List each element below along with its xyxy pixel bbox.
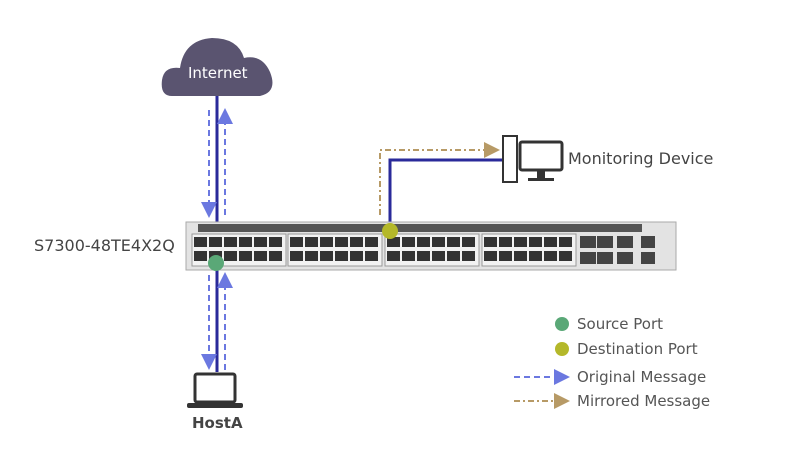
legend-symbols bbox=[514, 317, 570, 409]
legend-source-port: Source Port bbox=[577, 315, 664, 333]
ethernet-port bbox=[305, 251, 318, 261]
ethernet-port bbox=[402, 251, 415, 261]
ethernet-port bbox=[387, 237, 400, 247]
sfp-port bbox=[597, 252, 613, 264]
sfp-port bbox=[641, 252, 655, 264]
ethernet-port bbox=[269, 251, 282, 261]
ethernet-port bbox=[209, 237, 222, 247]
ethernet-port bbox=[365, 237, 378, 247]
ethernet-port bbox=[335, 237, 348, 247]
ethernet-port bbox=[529, 237, 542, 247]
ethernet-port bbox=[417, 237, 430, 247]
ethernet-port bbox=[224, 251, 237, 261]
ethernet-port bbox=[194, 251, 207, 261]
ethernet-port bbox=[432, 251, 445, 261]
destination-port-marker bbox=[382, 223, 398, 239]
ethernet-port bbox=[544, 237, 557, 247]
ethernet-port bbox=[559, 251, 572, 261]
ethernet-port bbox=[320, 251, 333, 261]
sfp-port bbox=[641, 236, 655, 248]
ethernet-port bbox=[484, 237, 497, 247]
ethernet-port bbox=[290, 237, 303, 247]
ethernet-port bbox=[462, 251, 475, 261]
links bbox=[201, 96, 503, 372]
ethernet-port bbox=[447, 251, 460, 261]
ethernet-port bbox=[484, 251, 497, 261]
ethernet-port bbox=[239, 251, 252, 261]
ethernet-port bbox=[417, 251, 430, 261]
ethernet-port bbox=[402, 237, 415, 247]
ethernet-port bbox=[432, 237, 445, 247]
ethernet-port bbox=[514, 251, 527, 261]
legend-mirrored-message: Mirrored Message bbox=[577, 392, 711, 410]
ethernet-port bbox=[305, 237, 318, 247]
internet-label: Internet bbox=[188, 64, 248, 82]
ethernet-port bbox=[514, 237, 527, 247]
monitor-label: Monitoring Device bbox=[568, 149, 714, 168]
ethernet-port bbox=[350, 251, 363, 261]
legend-destination-port: Destination Port bbox=[577, 340, 698, 358]
switch-device bbox=[185, 221, 677, 271]
ethernet-port bbox=[254, 237, 267, 247]
sfp-port bbox=[617, 236, 633, 248]
ethernet-port bbox=[350, 237, 363, 247]
sfp-port bbox=[617, 252, 633, 264]
cloud-icon bbox=[161, 38, 273, 96]
sfp-port bbox=[597, 236, 613, 248]
ethernet-port bbox=[365, 251, 378, 261]
ethernet-port bbox=[239, 237, 252, 247]
source-port-marker bbox=[208, 255, 224, 271]
ethernet-port bbox=[269, 237, 282, 247]
ethernet-port bbox=[254, 251, 267, 261]
ethernet-port bbox=[462, 237, 475, 247]
ethernet-port bbox=[194, 237, 207, 247]
ethernet-port bbox=[447, 237, 460, 247]
ethernet-port bbox=[335, 251, 348, 261]
laptop-icon bbox=[187, 372, 243, 408]
host-label: HostA bbox=[192, 414, 243, 432]
ethernet-port bbox=[559, 237, 572, 247]
ethernet-port bbox=[320, 237, 333, 247]
sfp-port bbox=[580, 252, 596, 264]
ethernet-port bbox=[224, 237, 237, 247]
sfp-port bbox=[580, 236, 596, 248]
ethernet-port bbox=[499, 251, 512, 261]
switch-label: S7300-48TE4X2Q bbox=[34, 236, 175, 255]
ethernet-port bbox=[387, 251, 400, 261]
ethernet-port bbox=[529, 251, 542, 261]
legend-original-message: Original Message bbox=[577, 368, 707, 386]
monitor-icon bbox=[502, 135, 564, 183]
ethernet-port bbox=[544, 251, 557, 261]
ethernet-port bbox=[290, 251, 303, 261]
ethernet-port bbox=[499, 237, 512, 247]
